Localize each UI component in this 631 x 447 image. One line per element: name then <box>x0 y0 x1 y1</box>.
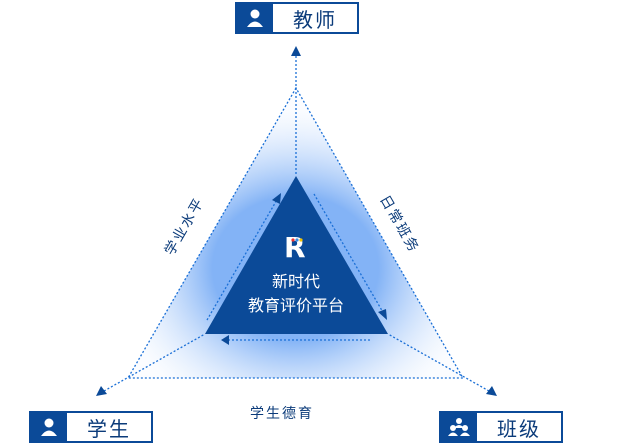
svg-text:R: R <box>284 231 306 264</box>
role-teacher-label: 教师 <box>293 7 337 32</box>
role-class[interactable]: 班级 <box>439 411 563 443</box>
arrow-icon <box>221 335 229 345</box>
arrow-bottom-left-icon <box>96 386 107 396</box>
platform-title: 新时代 教育评价平台 <box>226 270 366 318</box>
person-icon <box>31 413 67 441</box>
edge-label-bottom: 学生德育 <box>250 406 314 422</box>
arrow-up-icon <box>291 46 301 56</box>
arrow-icon <box>378 309 387 320</box>
student-axis <box>103 333 206 392</box>
inner-arrow-right <box>313 193 385 315</box>
class-axis <box>387 333 490 392</box>
platform-title-line1: 新时代 <box>271 272 320 291</box>
role-student[interactable]: 学生 <box>29 411 153 443</box>
platform-title-line2: 教育评价平台 <box>247 296 344 315</box>
inner-triangle <box>205 176 388 334</box>
arrow-icon <box>272 193 281 204</box>
outer-triangle <box>126 86 465 379</box>
person-icon <box>237 4 273 32</box>
inner-arrow-left <box>206 197 279 321</box>
rj-logo: R <box>284 231 306 264</box>
arrow-bottom-right-icon <box>486 386 497 396</box>
group-icon <box>441 413 477 441</box>
role-class-label: 班级 <box>497 416 541 441</box>
role-student-label: 学生 <box>87 416 131 441</box>
role-teacher[interactable]: 教师 <box>235 2 359 34</box>
